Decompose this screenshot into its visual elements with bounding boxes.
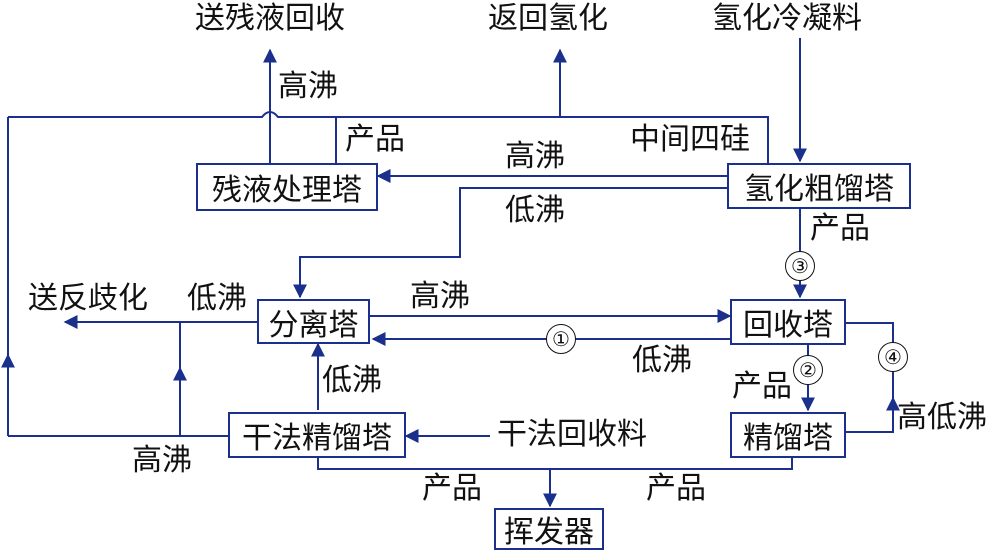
marker-3: ③ [785,251,815,281]
residue-treatment-tower: 残液处理塔 [196,163,378,211]
label-sep-high-boil: 高沸 [410,279,470,314]
label-right-product: 产品 [646,471,706,506]
line-top-header [8,111,769,163]
label-crude-low-boil: 低沸 [505,193,565,228]
label-return-hydrogenation: 返回氢化 [488,1,608,36]
label-intermediate-sicl4: 中间四硅 [630,122,750,157]
label-to-residue-recovery: 送残液回收 [195,1,345,36]
label-rec-low-boil: 低沸 [632,343,692,378]
volatilizer: 挥发器 [494,508,604,550]
label-high-low-boil: 高低沸 [897,400,987,435]
line-products-to-volatilizer [317,458,793,470]
line-loop-4 [846,322,894,433]
label-residue-product: 产品 [345,122,405,157]
separation-tower: 分离塔 [257,299,370,344]
dry-fine-distillation-tower: 干法精馏塔 [228,412,406,458]
fine-distillation-tower: 精馏塔 [730,412,846,458]
line-crude-low-boil [293,187,727,299]
label-fine-product: 产品 [732,369,792,404]
label-hydro-condensate: 氢化冷凝料 [712,1,862,36]
marker-4: ④ [878,342,908,372]
label-left-product: 产品 [422,471,482,506]
label-to-disproportionation: 送反歧化 [28,281,148,316]
marker-1: ① [546,324,576,354]
label-crude-product: 产品 [810,211,870,246]
label-sep-low-boil: 低沸 [187,281,247,316]
label-dry-low-boil: 低沸 [322,363,382,398]
label-residue-high-boil: 高沸 [278,69,338,104]
recovery-tower: 回收塔 [730,299,846,345]
label-dry-high-boil: 高沸 [132,443,192,478]
label-crude-high-boil: 高沸 [505,139,565,174]
marker-2: ② [793,355,823,385]
label-dry-recovery-material: 干法回收料 [497,417,647,452]
hydrogenation-crude-tower: 氢化粗馏塔 [727,163,911,209]
